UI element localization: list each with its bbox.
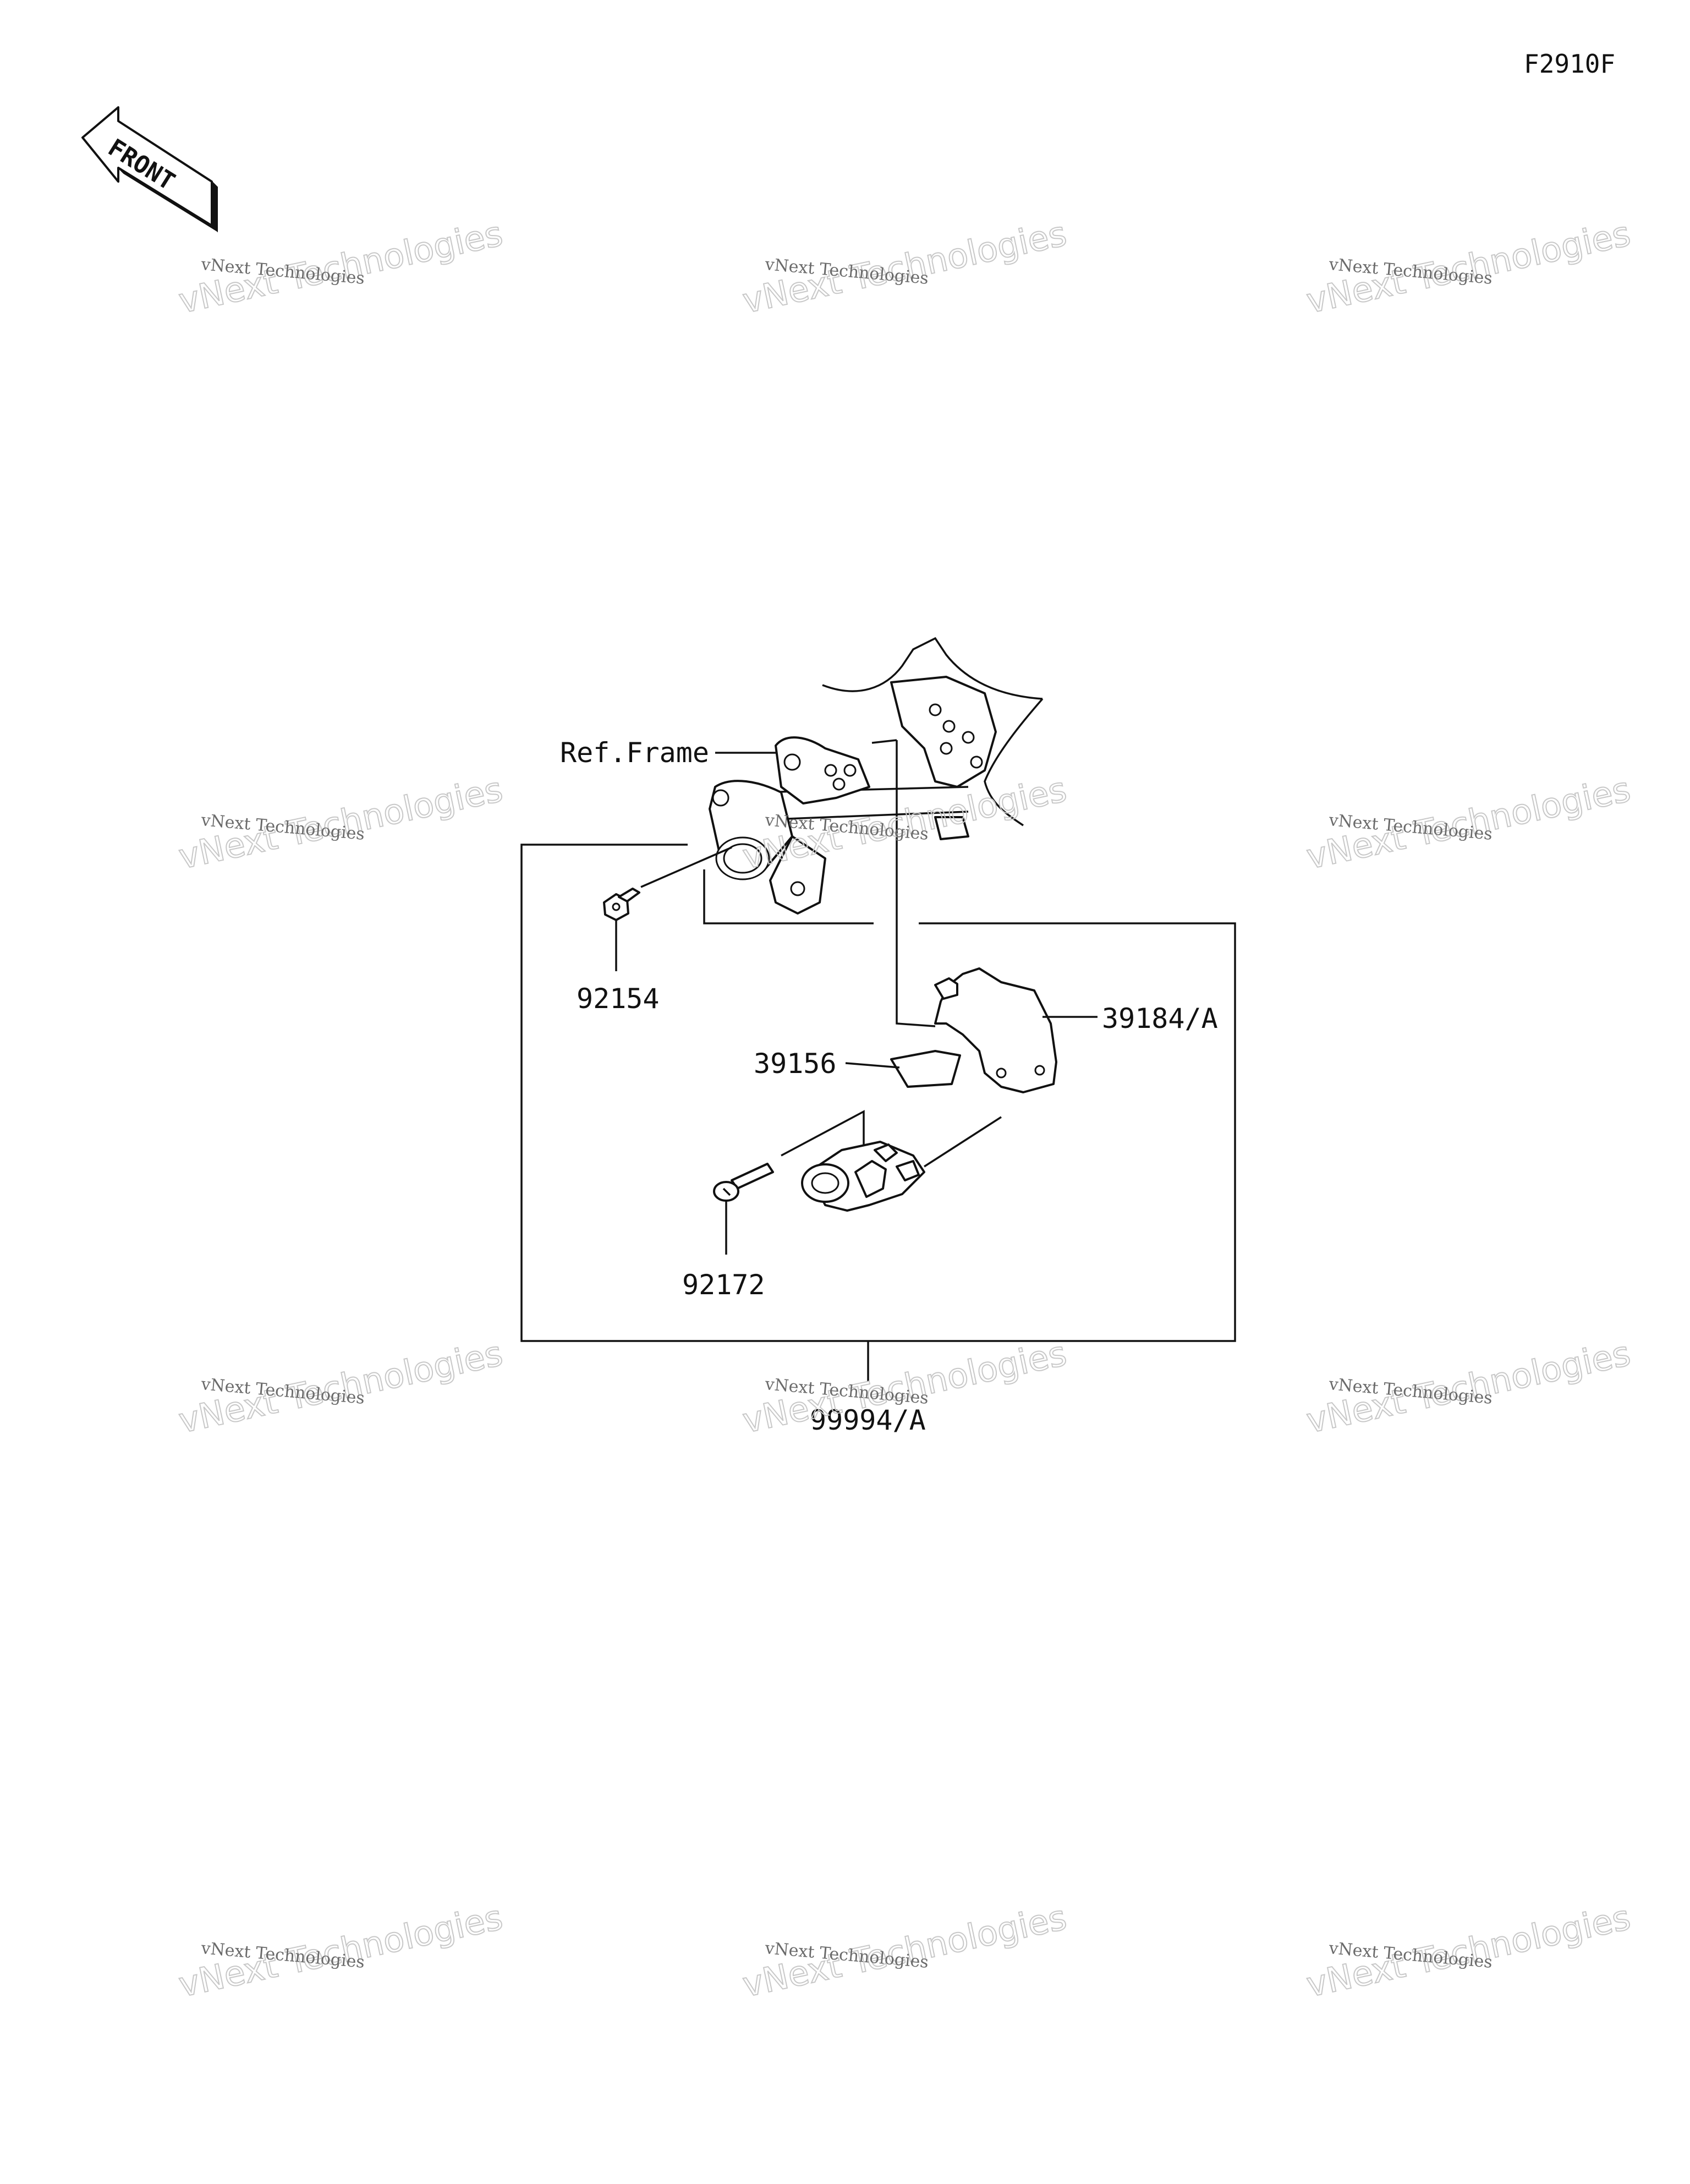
watermark: vNext Technologies vNext Technologies xyxy=(175,1333,507,1442)
pin-92172 xyxy=(713,1163,774,1202)
watermark: vNext Technologies vNext Technologies xyxy=(1303,1897,1634,2006)
pad-39156 xyxy=(890,1050,961,1088)
assembly-box xyxy=(520,844,1236,1381)
watermark: vNext Technologies vNext Technologies xyxy=(175,1897,507,2006)
watermark: vNext Technologies vNext Technologies xyxy=(739,1897,1071,2006)
watermark: vNext Technologies vNext Technologies xyxy=(1303,1333,1634,1442)
cover-39184-label: 39184/A xyxy=(1102,1003,1218,1034)
watermark: vNext Technologies vNext Technologies xyxy=(175,769,507,878)
bolt-92154 xyxy=(603,888,640,921)
assembly-label: 99994/A xyxy=(810,1404,926,1436)
lock-assembly xyxy=(801,1141,925,1212)
watermark: vNext Technologies vNext Technologies xyxy=(1303,213,1634,322)
frame-drawing xyxy=(709,637,1044,915)
watermark: vNext Technologies vNext Technologies xyxy=(1303,769,1634,878)
diagram-code: F2910F xyxy=(1524,49,1615,79)
watermark: vNext Technologies vNext Technologies xyxy=(175,213,507,322)
cover-39184 xyxy=(934,967,1057,1093)
watermark-grid: vNext Technologies vNext Technologies vN… xyxy=(175,213,1634,2006)
watermark: vNext Technologies vNext Technologies xyxy=(739,213,1071,322)
pad-39156-label: 39156 xyxy=(754,1048,837,1080)
bolt-92154-label: 92154 xyxy=(577,983,660,1015)
front-arrow-icon: FRONT xyxy=(81,106,218,233)
ref-frame-label: Ref.Frame xyxy=(560,737,709,769)
pin-92172-label: 92172 xyxy=(682,1269,765,1301)
